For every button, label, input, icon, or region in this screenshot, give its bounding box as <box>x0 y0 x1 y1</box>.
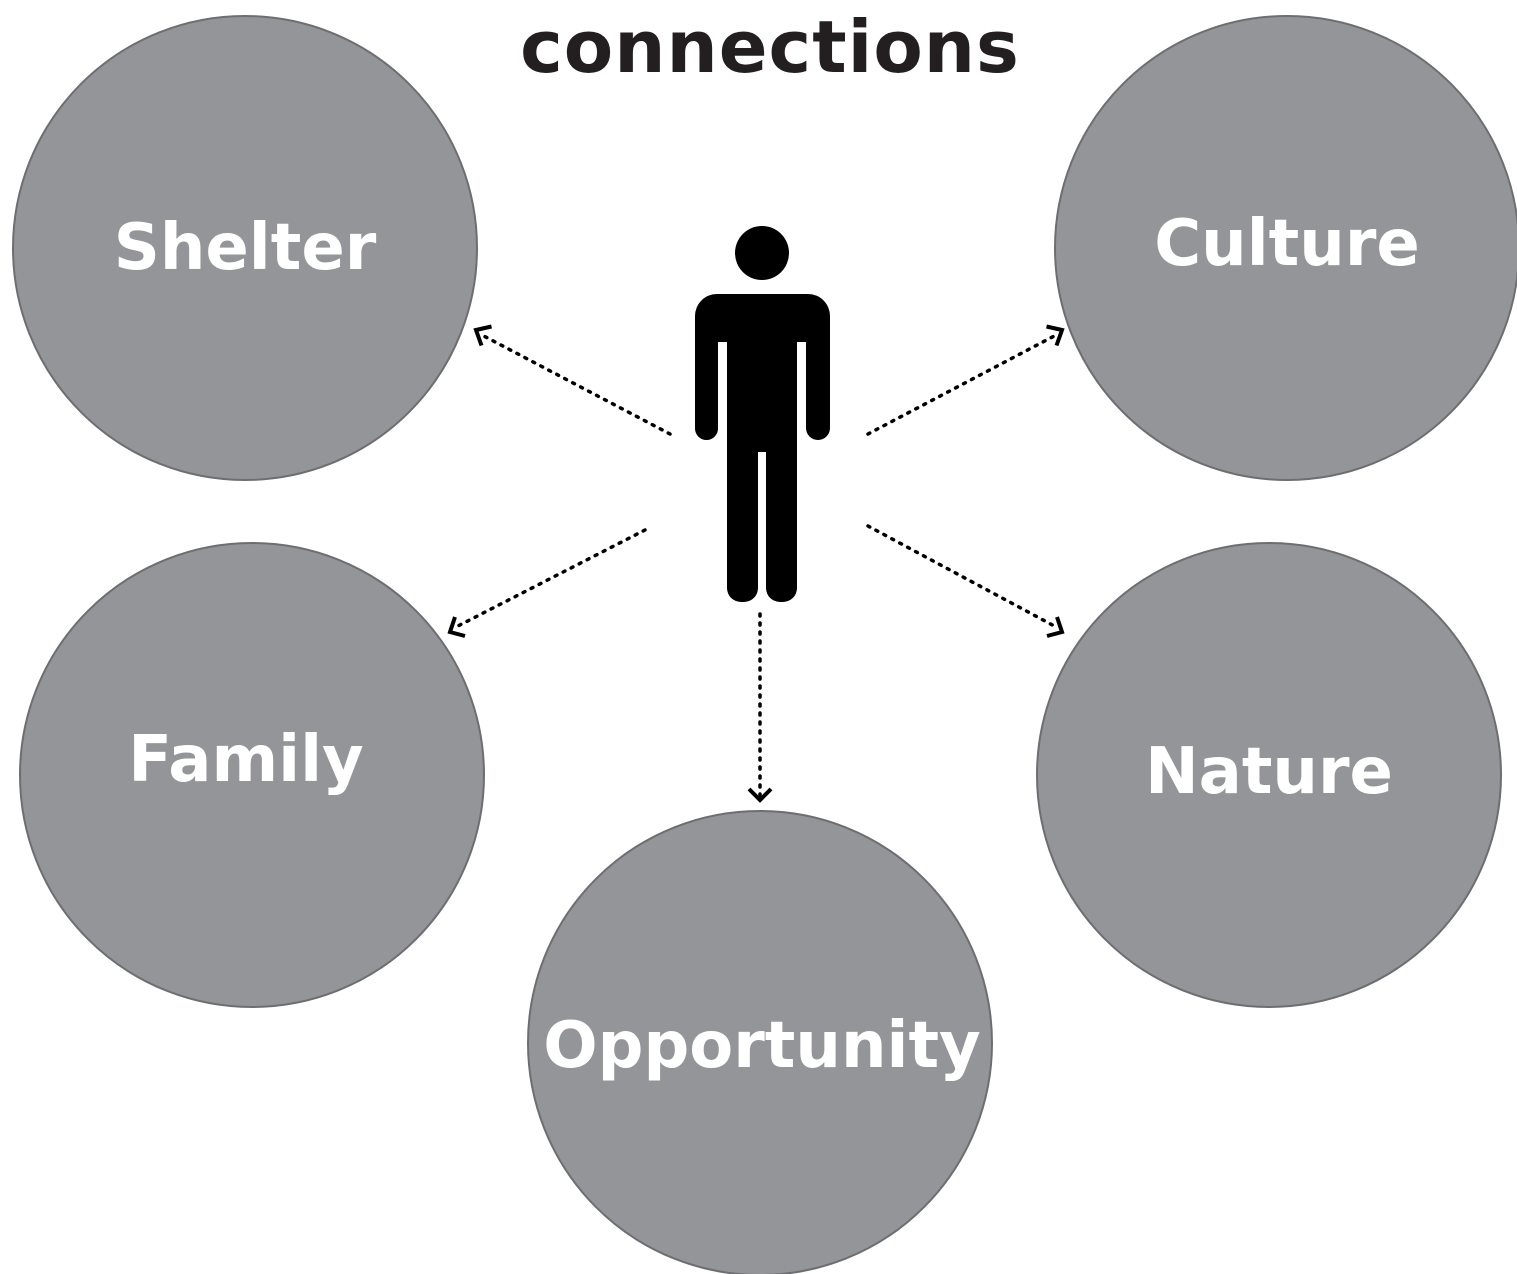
connector-line-culture <box>866 332 1060 436</box>
node-opportunity: Opportunity <box>527 810 993 1274</box>
connector-group <box>447 324 1065 803</box>
node-culture: Culture <box>1054 15 1517 481</box>
node-nature: Nature <box>1036 542 1502 1008</box>
arrowhead-culture <box>1046 324 1065 347</box>
node-label-shelter: Shelter <box>114 211 377 285</box>
node-family: Family <box>19 542 485 1008</box>
node-circle-family <box>19 542 485 1008</box>
node-label-nature: Nature <box>1145 735 1393 809</box>
person-icon <box>694 226 830 602</box>
diagram-title: connections <box>520 5 1020 89</box>
connector-line-family <box>452 528 647 630</box>
connector-line-nature <box>866 524 1060 630</box>
arrowhead-shelter <box>473 324 492 347</box>
arrowhead-opportunity <box>747 787 773 803</box>
node-circle-shelter <box>12 15 478 481</box>
node-label-family: Family <box>128 723 363 797</box>
node-circle-nature <box>1036 542 1502 1008</box>
connector-to-family <box>447 528 647 638</box>
node-shelter: Shelter <box>12 15 478 481</box>
person-head <box>735 226 789 280</box>
arrowhead-nature <box>1046 616 1065 638</box>
person-body <box>694 294 830 602</box>
connector-to-shelter <box>473 324 672 436</box>
arrowhead-family <box>447 616 466 638</box>
connector-to-nature <box>866 524 1065 638</box>
connector-line-shelter <box>478 332 672 436</box>
node-circle-culture <box>1054 15 1517 481</box>
node-label-culture: Culture <box>1154 207 1420 281</box>
connector-to-culture <box>866 324 1065 436</box>
node-label-opportunity: Opportunity <box>543 1009 981 1083</box>
node-circle-opportunity <box>527 810 993 1274</box>
connector-to-opportunity <box>747 612 773 803</box>
